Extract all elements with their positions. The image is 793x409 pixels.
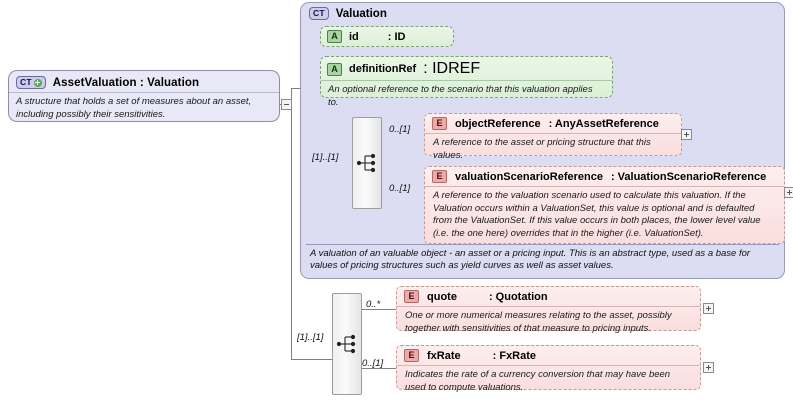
attribute-definitionref-name: definitionRef xyxy=(349,63,417,75)
attribute-id-box[interactable]: A id : ID xyxy=(320,26,454,47)
element-valuationscenarioreference-documentation: A reference to the valuation scenario us… xyxy=(425,186,784,244)
element-fxrate-name: fxRate xyxy=(427,349,461,362)
sequence-compositor-bottom[interactable] xyxy=(332,293,362,395)
element-objectreference-row: E objectReference : AnyAssetReference xyxy=(425,114,681,133)
element-valuationscenarioreference-box[interactable]: E valuationScenarioReference : Valuation… xyxy=(424,166,785,244)
element-objectreference-box[interactable]: E objectReference : AnyAssetReference A … xyxy=(424,113,682,161)
attribute-icon: A xyxy=(327,30,342,43)
root-assetvaluation-box[interactable]: CT AssetValuation : Valuation A structur… xyxy=(8,70,280,122)
attribute-definitionref-row: A definitionRef : IDREF xyxy=(321,57,612,80)
element-quote-documentation: One or more numerical measures relating … xyxy=(397,306,700,338)
element-valuationscenarioreference-expand-icon[interactable] xyxy=(784,187,793,198)
element-valuationscenarioreference-row: E valuationScenarioReference : Valuation… xyxy=(425,167,784,186)
attribute-id-type: : ID xyxy=(387,30,406,43)
element-objectreference-name: objectReference xyxy=(455,117,541,130)
root-assetvaluation-documentation: A structure that holds a set of measures… xyxy=(9,92,279,121)
attribute-icon: A xyxy=(327,62,342,76)
root-assetvaluation-title: AssetValuation : Valuation xyxy=(52,76,200,89)
element-quote-box[interactable]: E quote : Quotation One or more numerica… xyxy=(396,286,701,334)
element-fxrate-expand-icon[interactable] xyxy=(703,362,714,373)
complextype-expand-icon: CT xyxy=(16,76,46,89)
element-fxrate-type: : FxRate xyxy=(492,349,537,362)
element-fxrate-box[interactable]: E fxRate : FxRate Indicates the rate of … xyxy=(396,345,701,393)
complextype-valuation-title: Valuation xyxy=(335,7,387,20)
element-icon: E xyxy=(404,349,419,362)
element-objectreference-expand-icon[interactable] xyxy=(681,129,692,140)
element-icon: E xyxy=(404,290,419,303)
element-objectreference-type: : AnyAssetReference xyxy=(548,117,659,130)
connector-to-bottom-sequence xyxy=(291,359,332,360)
element-quote-cardinality: 0..* xyxy=(366,299,381,310)
attribute-definitionref-type: : IDREF xyxy=(423,60,481,77)
sequence-compositor-top[interactable] xyxy=(352,117,382,209)
attribute-definitionref-box[interactable]: A definitionRef : IDREF An optional refe… xyxy=(320,56,613,108)
root-assetvaluation-collapse-icon[interactable] xyxy=(281,99,292,110)
element-valuationscenarioreference-cardinality: 0..[1] xyxy=(389,183,411,194)
element-icon: E xyxy=(432,170,447,183)
element-icon: E xyxy=(432,117,447,130)
sequence-icon xyxy=(356,153,376,173)
sequence-icon xyxy=(336,334,356,354)
sequence-top-cardinality: [1]..[1] xyxy=(312,152,339,163)
root-assetvaluation-header: CT AssetValuation : Valuation xyxy=(9,71,279,92)
element-objectreference-cardinality: 0..[1] xyxy=(389,124,411,135)
complextype-icon: CT xyxy=(309,7,329,20)
attribute-id-row: A id : ID xyxy=(321,27,453,46)
element-quote-name: quote xyxy=(427,290,457,303)
attribute-id-name: id xyxy=(349,30,359,43)
element-fxrate-documentation: Indicates the rate of a currency convers… xyxy=(397,365,700,397)
connector-trunk xyxy=(291,88,292,359)
sequence-bottom-cardinality: [1]..[1] xyxy=(297,332,324,343)
element-quote-expand-icon[interactable] xyxy=(703,303,714,314)
element-valuationscenarioreference-type: : ValuationScenarioReference xyxy=(610,170,767,183)
element-fxrate-cardinality: 0..[1] xyxy=(362,358,384,369)
complextype-valuation-header: CT Valuation xyxy=(301,3,784,22)
connector-seq-bottom-quote xyxy=(362,309,396,310)
element-quote-type: : Quotation xyxy=(488,290,548,303)
connector-seq-bottom-fxrate xyxy=(362,368,396,369)
complextype-valuation-documentation: A valuation of an valuable object - an a… xyxy=(306,243,779,275)
plus-glyph xyxy=(33,78,42,87)
element-fxrate-row: E fxRate : FxRate xyxy=(397,346,700,365)
element-valuationscenarioreference-name: valuationScenarioReference xyxy=(455,170,603,183)
attribute-definitionref-documentation: An optional reference to the scenario th… xyxy=(321,80,612,113)
element-quote-row: E quote : Quotation xyxy=(397,287,700,306)
element-objectreference-documentation: A reference to the asset or pricing stru… xyxy=(425,133,681,165)
